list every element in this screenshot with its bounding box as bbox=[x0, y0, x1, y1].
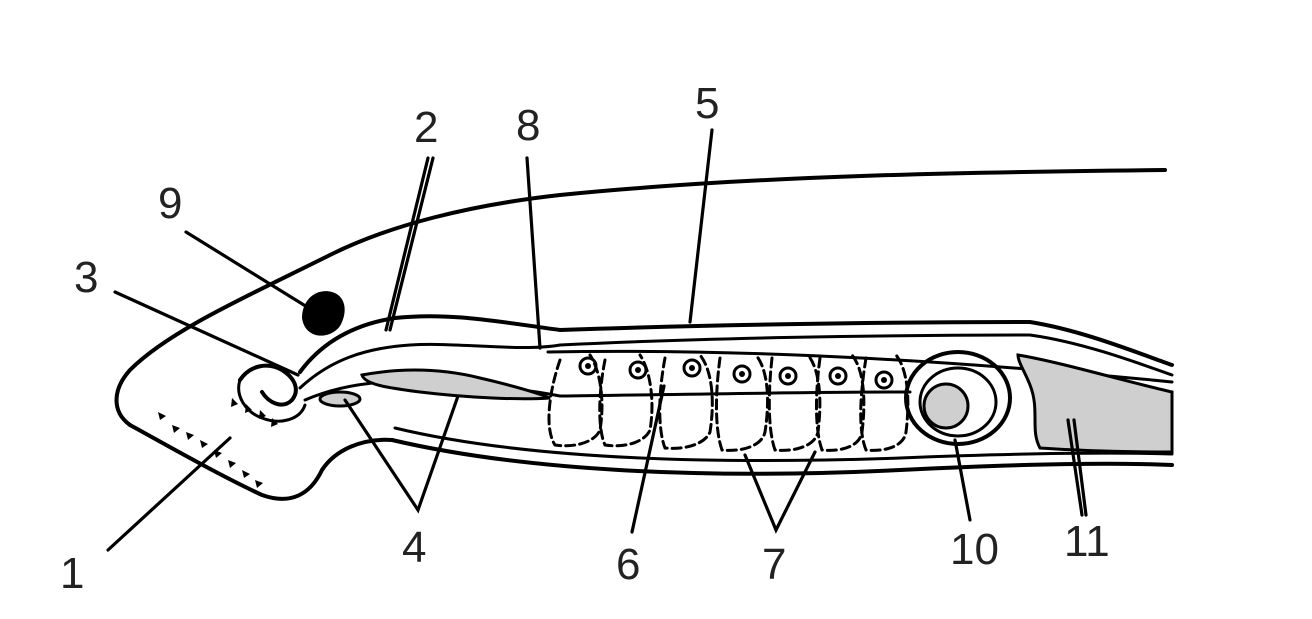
body-outline-oral bbox=[128, 423, 394, 501]
label-1: 1 bbox=[60, 549, 85, 598]
leader-2 bbox=[384, 156, 435, 332]
small-cartilage bbox=[318, 390, 362, 408]
label-2: 2 bbox=[414, 103, 439, 152]
dorsal-tube-lower bbox=[298, 333, 1174, 390]
gill-pouches bbox=[547, 353, 910, 452]
body-outline-ventral-inner bbox=[393, 426, 1174, 462]
label-10: 10 bbox=[950, 525, 999, 574]
label-8: 8 bbox=[516, 101, 541, 150]
label-4: 4 bbox=[402, 523, 427, 572]
oral-teeth bbox=[158, 398, 278, 488]
leader-9 bbox=[184, 230, 314, 312]
oral-hood bbox=[238, 363, 298, 407]
heart bbox=[904, 350, 1012, 446]
leader-8 bbox=[525, 156, 542, 350]
label-7: 7 bbox=[762, 540, 787, 589]
dorsal-tube-upper bbox=[298, 314, 1174, 374]
liver bbox=[1016, 353, 1174, 454]
leader-6 bbox=[630, 384, 666, 534]
oral-hood-lip bbox=[237, 378, 307, 423]
label-9: 9 bbox=[158, 179, 183, 228]
body-outline-ventral bbox=[390, 438, 1174, 476]
label-6: 6 bbox=[616, 540, 641, 589]
leader-5 bbox=[688, 128, 714, 324]
leader-10 bbox=[953, 438, 972, 522]
label-3: 3 bbox=[74, 253, 99, 302]
leader-11 bbox=[1066, 418, 1088, 517]
label-11: 11 bbox=[1064, 517, 1110, 566]
label-5: 5 bbox=[695, 79, 720, 128]
piston-cartilage bbox=[360, 368, 551, 401]
leader-7 bbox=[743, 450, 817, 534]
eye bbox=[302, 291, 345, 336]
body-outline-dorsal bbox=[114, 168, 1167, 427]
leader-4 bbox=[343, 394, 460, 514]
leader-1 bbox=[106, 436, 232, 552]
leader-3 bbox=[113, 290, 300, 377]
